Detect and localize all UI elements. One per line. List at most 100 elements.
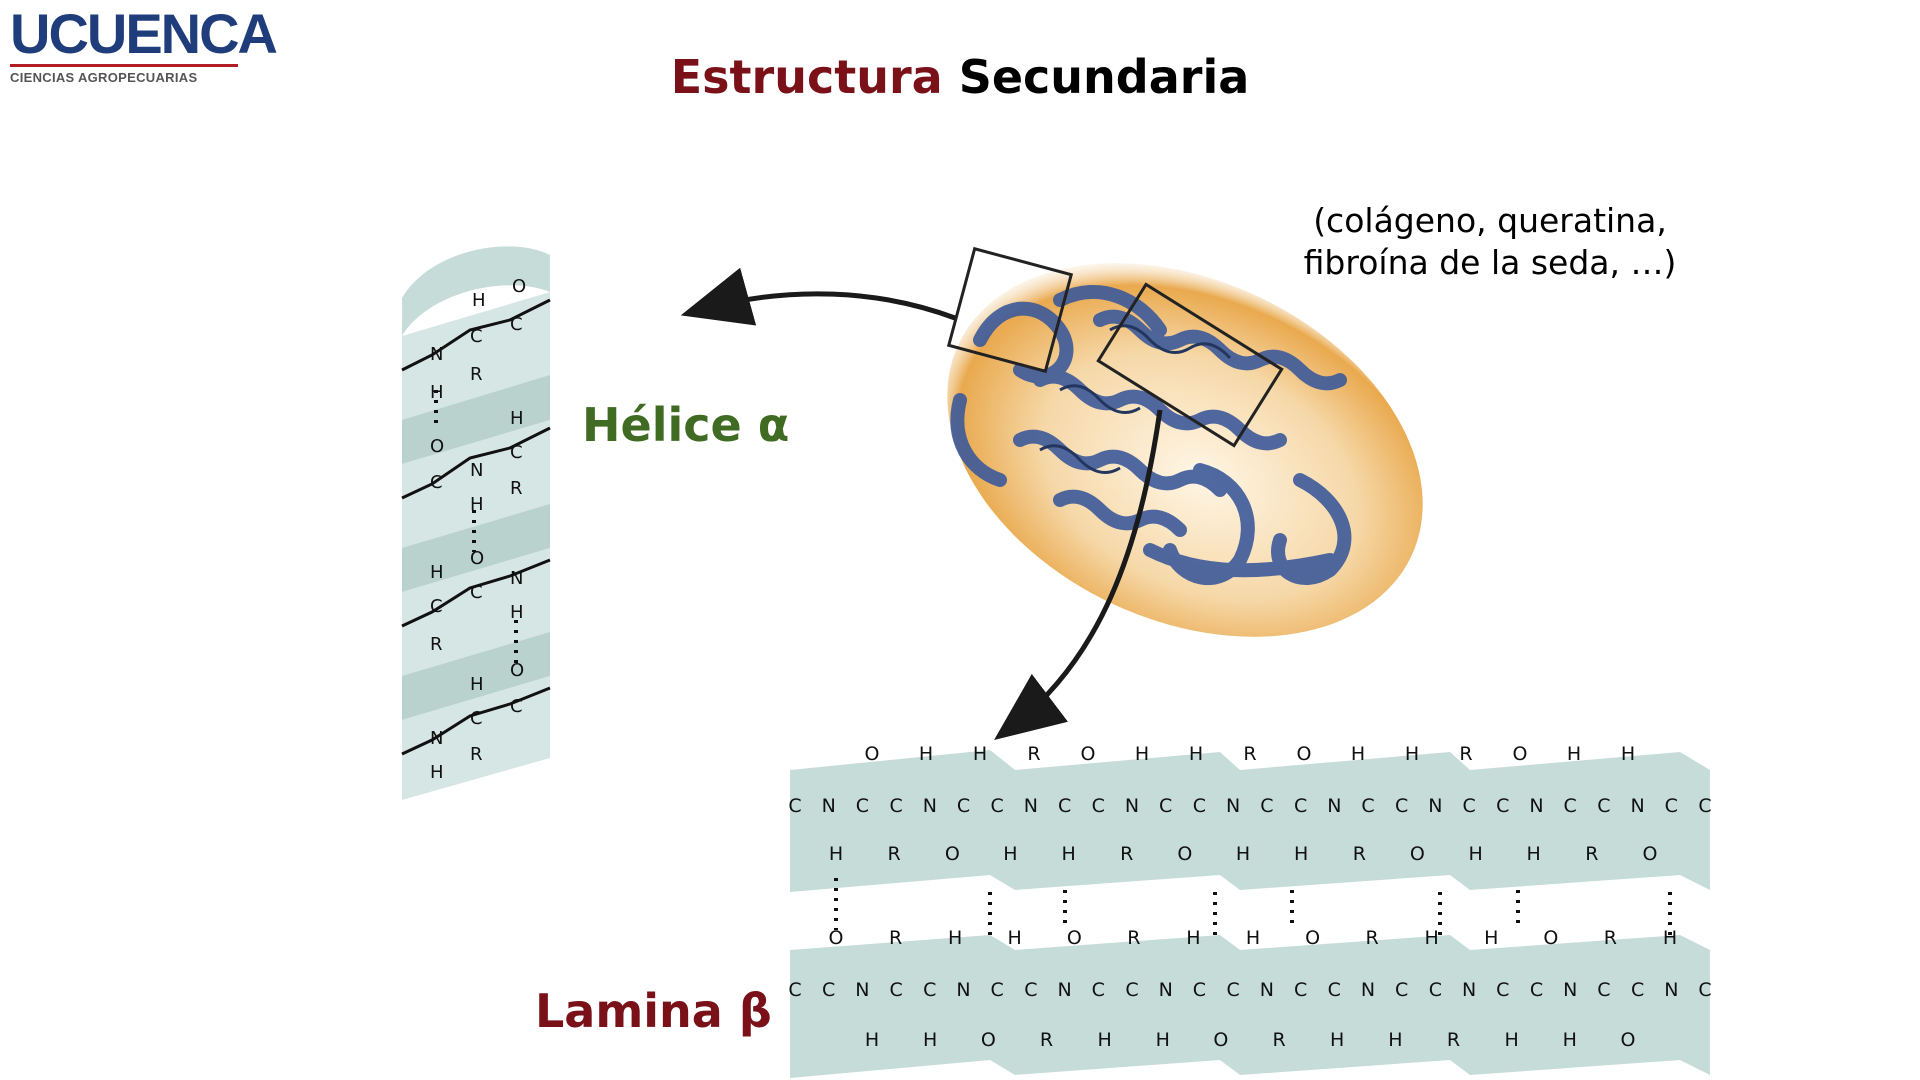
sheet-atom: C (1294, 795, 1307, 817)
helix-atom: H (430, 762, 444, 783)
sheet-atom: O (865, 743, 880, 765)
sheet-atom: C (1125, 979, 1138, 1001)
sheet-atom: C (1395, 979, 1408, 1001)
helix-atom: R (430, 634, 443, 655)
helix-atom: O (510, 660, 524, 681)
sheet-atom: H (1505, 1029, 1519, 1051)
sheet-atom: R (1365, 927, 1378, 949)
sheet-atom: C (1665, 795, 1678, 817)
helix-atom: N (430, 344, 443, 365)
arrow-to-sheet (994, 409, 1163, 741)
helix-atom: C (510, 442, 523, 463)
sheet-atom: C (856, 795, 869, 817)
sheet-atom: C (957, 795, 970, 817)
sheet-atom: O (1513, 743, 1528, 765)
sheet-atom: H (1621, 743, 1635, 765)
sheet-atom: H (865, 1029, 879, 1051)
sheet-atom: R (1120, 843, 1133, 865)
sheet-atom: R (1027, 743, 1040, 765)
title-estructura: Estructura (670, 50, 943, 104)
sheet-atom: N (855, 979, 869, 1001)
sheet-atom: C (1193, 795, 1206, 817)
sheet-atom: C (1092, 979, 1105, 1001)
arrow-to-helix (680, 267, 956, 326)
sheet-atom: H (1351, 743, 1365, 765)
logo-underline (10, 64, 238, 67)
sheet-atom: R (1127, 927, 1140, 949)
sheet-atom: H (829, 843, 843, 865)
helix-atom: R (470, 364, 483, 385)
sheet-atom: C (889, 979, 902, 1001)
sheet-atom: H (1008, 927, 1022, 949)
sheet-atom: C (1058, 795, 1071, 817)
sheet-atom: N (1125, 795, 1139, 817)
sheet-atom: H (919, 743, 933, 765)
sheet-atom: N (1630, 795, 1644, 817)
sheet-atom: R (889, 927, 902, 949)
sheet-atom: C (788, 979, 801, 1001)
sheet-atom: H (1563, 1029, 1577, 1051)
helix-atom: C (470, 326, 483, 347)
sheet-atom: C (788, 795, 801, 817)
sheet-atom: O (1643, 843, 1658, 865)
helix-atom: H (472, 290, 486, 311)
sheet-atom: C (1328, 979, 1341, 1001)
sheet-atom: N (822, 795, 836, 817)
helix-atom: H (470, 494, 484, 515)
sheet-atom: R (1585, 843, 1598, 865)
sheet-atom: C (1631, 979, 1644, 1001)
helix-atom: N (510, 568, 523, 589)
sheet-atom: C (1260, 795, 1273, 817)
helix-atom: O (430, 436, 444, 457)
sheet-atom: R (1353, 843, 1366, 865)
sheet-atom: O (945, 843, 960, 865)
logo-wordmark: UCUENCA (10, 2, 278, 65)
sheet-atom: H (923, 1029, 937, 1051)
sheet-atom: R (1243, 743, 1256, 765)
sheet-atom: C (991, 979, 1004, 1001)
helix-atom: C (430, 596, 443, 617)
sheet-atom: H (1061, 843, 1075, 865)
helix-atom: C (430, 472, 443, 493)
sheet-atom: N (1057, 979, 1071, 1001)
sheet-atom: H (948, 927, 962, 949)
sheet-atom: C (822, 979, 835, 1001)
sheet-atom: H (1246, 927, 1260, 949)
sheet-atom: N (956, 979, 970, 1001)
sheet-atom: N (923, 795, 937, 817)
sheet-atom: C (923, 979, 936, 1001)
ucuenca-logo: UCUENCA CIENCIAS AGROPECUARIAS (10, 2, 278, 85)
helix-atom: H (430, 382, 444, 403)
sheet-atom: C (1395, 795, 1408, 817)
sheet-atom: O (1297, 743, 1312, 765)
sheet-atom: H (1425, 927, 1439, 949)
helix-atom: R (470, 744, 483, 765)
sheet-atom: O (981, 1029, 996, 1051)
sheet-atom: O (1543, 927, 1558, 949)
sheet-atom: C (1024, 979, 1037, 1001)
sheet-atom: O (1213, 1029, 1228, 1051)
sheet-atom: N (1664, 979, 1678, 1001)
alpha-helix-label: Hélice α (582, 398, 790, 452)
sheet-atom: H (1405, 743, 1419, 765)
sheet-atom: C (1698, 979, 1711, 1001)
sheet-atom: C (1294, 979, 1307, 1001)
logo-subtitle: CIENCIAS AGROPECUARIAS (10, 70, 198, 85)
sheet-atom: H (1135, 743, 1149, 765)
sheet-atom: N (1159, 979, 1173, 1001)
examples-line-1: (colágeno, queratina, (1313, 201, 1667, 240)
helix-atom: R (510, 478, 523, 499)
sheet-atom: C (1226, 979, 1239, 1001)
sheet-atom: H (1294, 843, 1308, 865)
helix-atom: H (510, 408, 524, 429)
sheet-atom: O (1621, 1029, 1636, 1051)
sheet-atom: N (1361, 979, 1375, 1001)
sheet-atom: N (1024, 795, 1038, 817)
sheet-atom: H (1189, 743, 1203, 765)
sheet-atom: C (1597, 979, 1610, 1001)
helix-atom: H (510, 602, 524, 623)
sheet-atom: H (1097, 1029, 1111, 1051)
sheet-atom: H (1388, 1029, 1402, 1051)
